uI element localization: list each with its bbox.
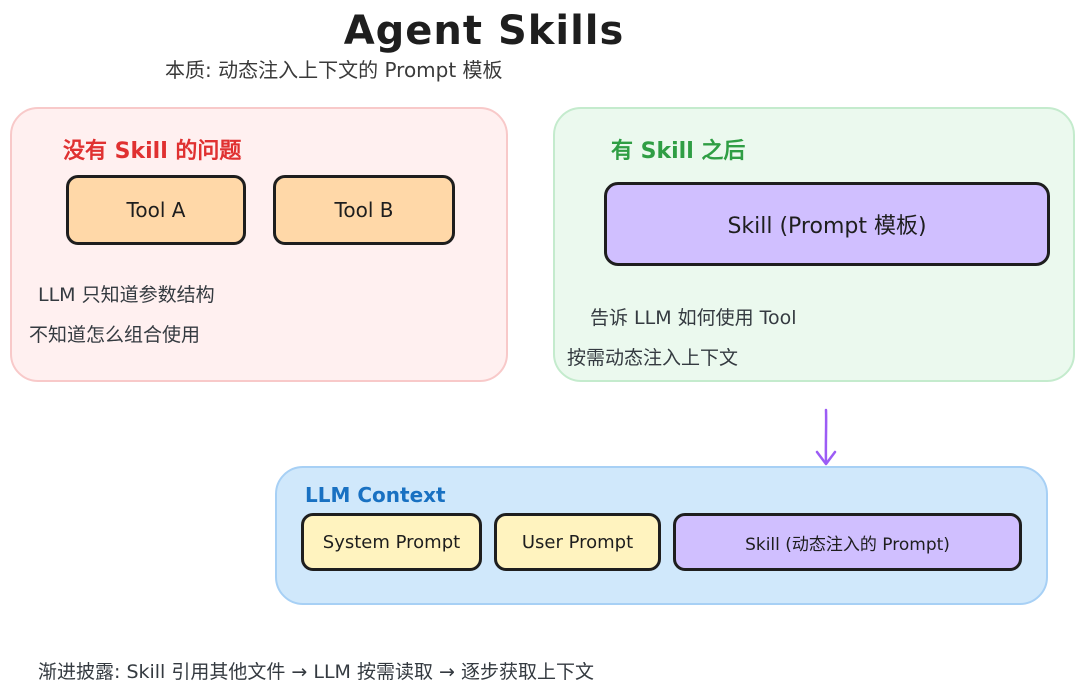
after-heading: 有 Skill 之后: [611, 139, 746, 164]
skill-injected-box: Skill (动态注入的 Prompt): [673, 513, 1022, 571]
user-prompt-box: User Prompt: [494, 513, 661, 571]
footer-note: 渐进披露: Skill 引用其他文件 → LLM 按需读取 → 逐步获取上下文: [38, 661, 594, 683]
context-heading: LLM Context: [305, 483, 446, 507]
arrow-down-icon: [815, 408, 837, 466]
skill-template-box: Skill (Prompt 模板): [604, 182, 1050, 266]
problem-note-params: LLM 只知道参数结构: [38, 284, 215, 306]
tool-a-box: Tool A: [66, 175, 246, 245]
diagram-subtitle: 本质: 动态注入上下文的 Prompt 模板: [165, 58, 503, 82]
problem-note-combine: 不知道怎么组合使用: [29, 324, 201, 346]
after-note-inject: 按需动态注入上下文: [567, 347, 739, 369]
problem-heading: 没有 Skill 的问题: [63, 139, 242, 164]
system-prompt-box: System Prompt: [301, 513, 482, 571]
tool-b-box: Tool B: [273, 175, 455, 245]
diagram-title: Agent Skills: [343, 8, 625, 54]
after-note-usage: 告诉 LLM 如何使用 Tool: [590, 307, 797, 329]
